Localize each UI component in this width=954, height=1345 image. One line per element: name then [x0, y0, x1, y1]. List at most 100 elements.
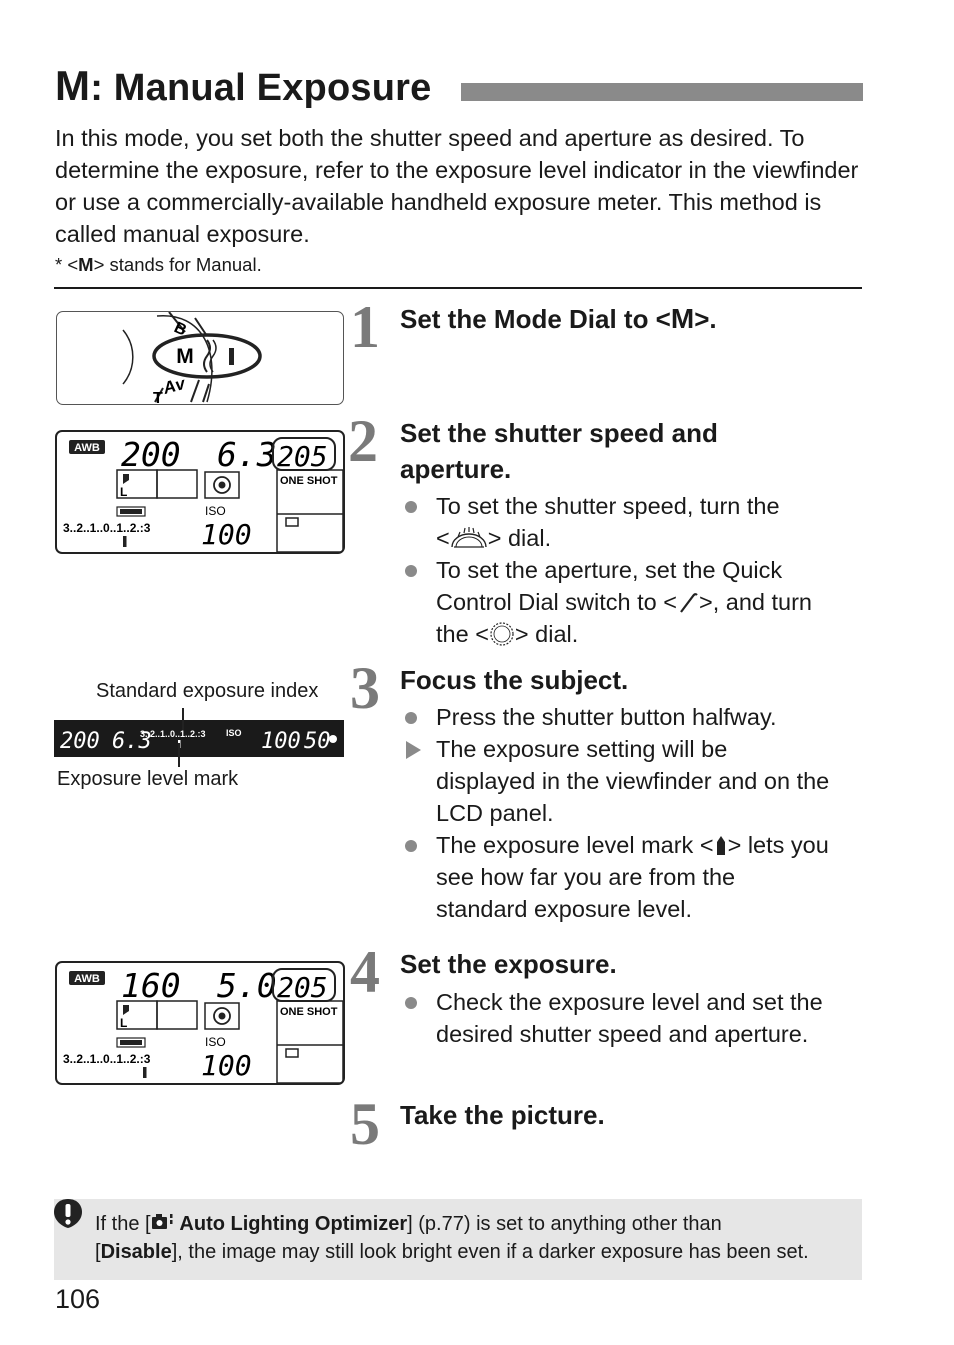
bullet-text: see how far you are from the: [436, 864, 736, 890]
lcd1-shutter: 200: [121, 435, 181, 474]
mode-dial-illustration: M B Av T: [56, 311, 344, 405]
bullet-text: LCD panel.: [436, 800, 554, 826]
bullet-text: > dial.: [514, 621, 579, 647]
step-4-bullet-1: Check the exposure level and set the des…: [400, 986, 870, 1050]
viewfinder-strip: 200 6.3 3..2..1..0..1..2.:3 ISO 100 50: [54, 720, 344, 757]
title-text: : Manual Exposure: [90, 67, 432, 109]
vf-scale: 3..2..1..0..1..2.:3: [140, 729, 206, 739]
step-3-bullet-1: Press the shutter button halfway.: [400, 701, 870, 733]
step-3-number: 3: [350, 655, 380, 721]
standard-index-leader-line: [182, 708, 184, 730]
main-dial-icon: [451, 527, 487, 548]
bullet-text: To set the shutter speed, turn the: [436, 493, 780, 519]
step-2-number: 2: [348, 408, 378, 474]
bullet-dot: [405, 840, 417, 852]
manual-mode-glyph: M: [55, 62, 91, 109]
bullet-text: To set the aperture, set the Quick: [436, 557, 783, 583]
lcd2-wb: AWB: [74, 973, 100, 985]
viewfinder-svg: 200 6.3 3..2..1..0..1..2.:3 ISO 100 50: [60, 728, 337, 754]
dial-switch-icon: [680, 593, 698, 613]
bullet-text: Check the exposure level and set the: [436, 989, 823, 1015]
caution-bold-a: Auto Lighting Optimizer: [174, 1213, 408, 1235]
caution-bold-b: Disable: [100, 1241, 172, 1263]
bullet-dot: [405, 501, 417, 513]
exposure-level-mark-label: Exposure level mark: [57, 768, 239, 790]
lcd2-shots: 205: [277, 971, 328, 1004]
lcd1-aperture: 6.3: [217, 435, 277, 474]
lcd-panel-2: AWB 160 5.0 205 ONE SHOT L ISO 3..2..1..…: [55, 961, 345, 1085]
step-1-title: Set the Mode Dial to <M>.: [400, 301, 717, 337]
step-4-title: Set the exposure.: [400, 949, 617, 979]
standard-exposure-index-label: Standard exposure index: [96, 680, 319, 702]
lcd2-af-mode: ONE SHOT: [280, 1006, 338, 1018]
bullet-text: The exposure level mark <: [436, 832, 714, 858]
bullet-text: standard exposure level.: [436, 896, 693, 922]
caution-text-c: [: [95, 1241, 101, 1263]
intro-paragraph: In this mode, you set both the shutter s…: [55, 125, 859, 247]
step-3-title: Focus the subject.: [400, 665, 629, 695]
lcd2-iso-label: ISO: [205, 1035, 226, 1049]
bullet-text: > dial.: [487, 525, 552, 551]
footnote-glyph: M: [78, 254, 94, 275]
mode-dial-svg: M B Av T: [122, 312, 262, 404]
lcd1-iso-label: ISO: [205, 504, 226, 518]
footnote: * <M> stands for Manual.: [55, 254, 262, 276]
step-3-bullets: Press the shutter button halfway. The ex…: [400, 701, 870, 925]
bullet-text: Press the shutter button halfway.: [436, 704, 777, 730]
bullet-dot: [405, 565, 417, 577]
bullet-dot: [405, 997, 417, 1009]
lcd-panel-1-svg: AWB 200 6.3 205 ONE SHOT L ISO 3..2..1..…: [63, 435, 343, 552]
dial-mark-tv: T: [153, 390, 163, 404]
caution-text-d: ], the image may still look bright even …: [171, 1241, 809, 1263]
lcd1-wb: AWB: [74, 442, 100, 454]
step-2-bullets: To set the shutter speed, turn the < > di…: [400, 490, 870, 650]
lcd1-af-mode: ONE SHOT: [280, 475, 338, 487]
caution-text-a: If the [: [95, 1213, 151, 1235]
level-mark-leader-line: [178, 743, 180, 767]
vf-aperture: 6.3: [112, 729, 152, 754]
result-arrow-icon: [406, 741, 421, 759]
step-1-title-suffix: >.: [694, 304, 717, 334]
bullet-text: <: [436, 525, 450, 551]
step-1-number: 1: [350, 294, 380, 360]
bullet-text: >, and turn: [698, 589, 812, 615]
caution-text: If the [ Auto Lighting Optimizer] (p.77)…: [95, 1210, 809, 1266]
page-number: 106: [55, 1284, 101, 1314]
caution-box: [54, 1199, 862, 1280]
bullet-text: the <: [436, 621, 489, 647]
step-4-number: 4: [350, 939, 380, 1005]
lcd1-quality: L: [120, 485, 127, 499]
step-4-bullets: Check the exposure level and set the des…: [400, 986, 870, 1050]
lcd2-iso: 100: [201, 1049, 252, 1082]
lcd1-iso: 100: [201, 518, 252, 551]
lcd2-scale: 3..2..1..0..1..2.:3: [63, 1052, 151, 1066]
vf-iso-label: ISO: [226, 728, 242, 738]
bullet-dot: [405, 712, 417, 724]
exposure-level-mark-icon: [716, 836, 725, 855]
bullet-text: Control Dial switch to <: [436, 589, 677, 615]
step-3-bullet-2: The exposure setting will be displayed i…: [400, 733, 870, 829]
step-3-bullet-3: The exposure level mark < > lets you see …: [400, 829, 870, 925]
dial-selected-mode: M: [176, 345, 194, 368]
bullet-text: desired shutter speed and aperture.: [436, 1021, 809, 1047]
title-bar: [461, 83, 863, 101]
bullet-text: The exposure setting will be: [436, 736, 728, 762]
step-2-bullet-2: To set the aperture, set the Quick Contr…: [400, 554, 870, 650]
bullet-text: displayed in the viewfinder and on the: [436, 768, 830, 794]
section-rule: [54, 287, 862, 289]
lcd2-aperture: 5.0: [217, 966, 277, 1005]
lcd1-scale: 3..2..1..0..1..2.:3: [63, 521, 151, 535]
vf-shutter: 200: [60, 729, 100, 754]
lcd-panel-2-svg: AWB 160 5.0 205 ONE SHOT L ISO 3..2..1..…: [63, 966, 343, 1083]
step-1-glyph: M: [670, 303, 695, 334]
step-1-title-prefix: Set the Mode Dial to <: [400, 304, 671, 334]
lcd2-shutter: 160: [121, 966, 181, 1005]
step-5-number: 5: [350, 1091, 380, 1157]
lcd-panel-1: AWB 200 6.3 205 ONE SHOT L ISO 3..2..1..…: [55, 430, 345, 554]
bullet-text: > lets you: [727, 832, 829, 858]
lcd1-shots: 205: [277, 440, 328, 473]
caution-text-b: ] (p.77) is set to anything other than: [407, 1213, 722, 1235]
vf-iso: 100: [261, 729, 301, 754]
lcd2-quality: L: [120, 1016, 127, 1030]
quick-control-dial-icon: [490, 622, 514, 646]
